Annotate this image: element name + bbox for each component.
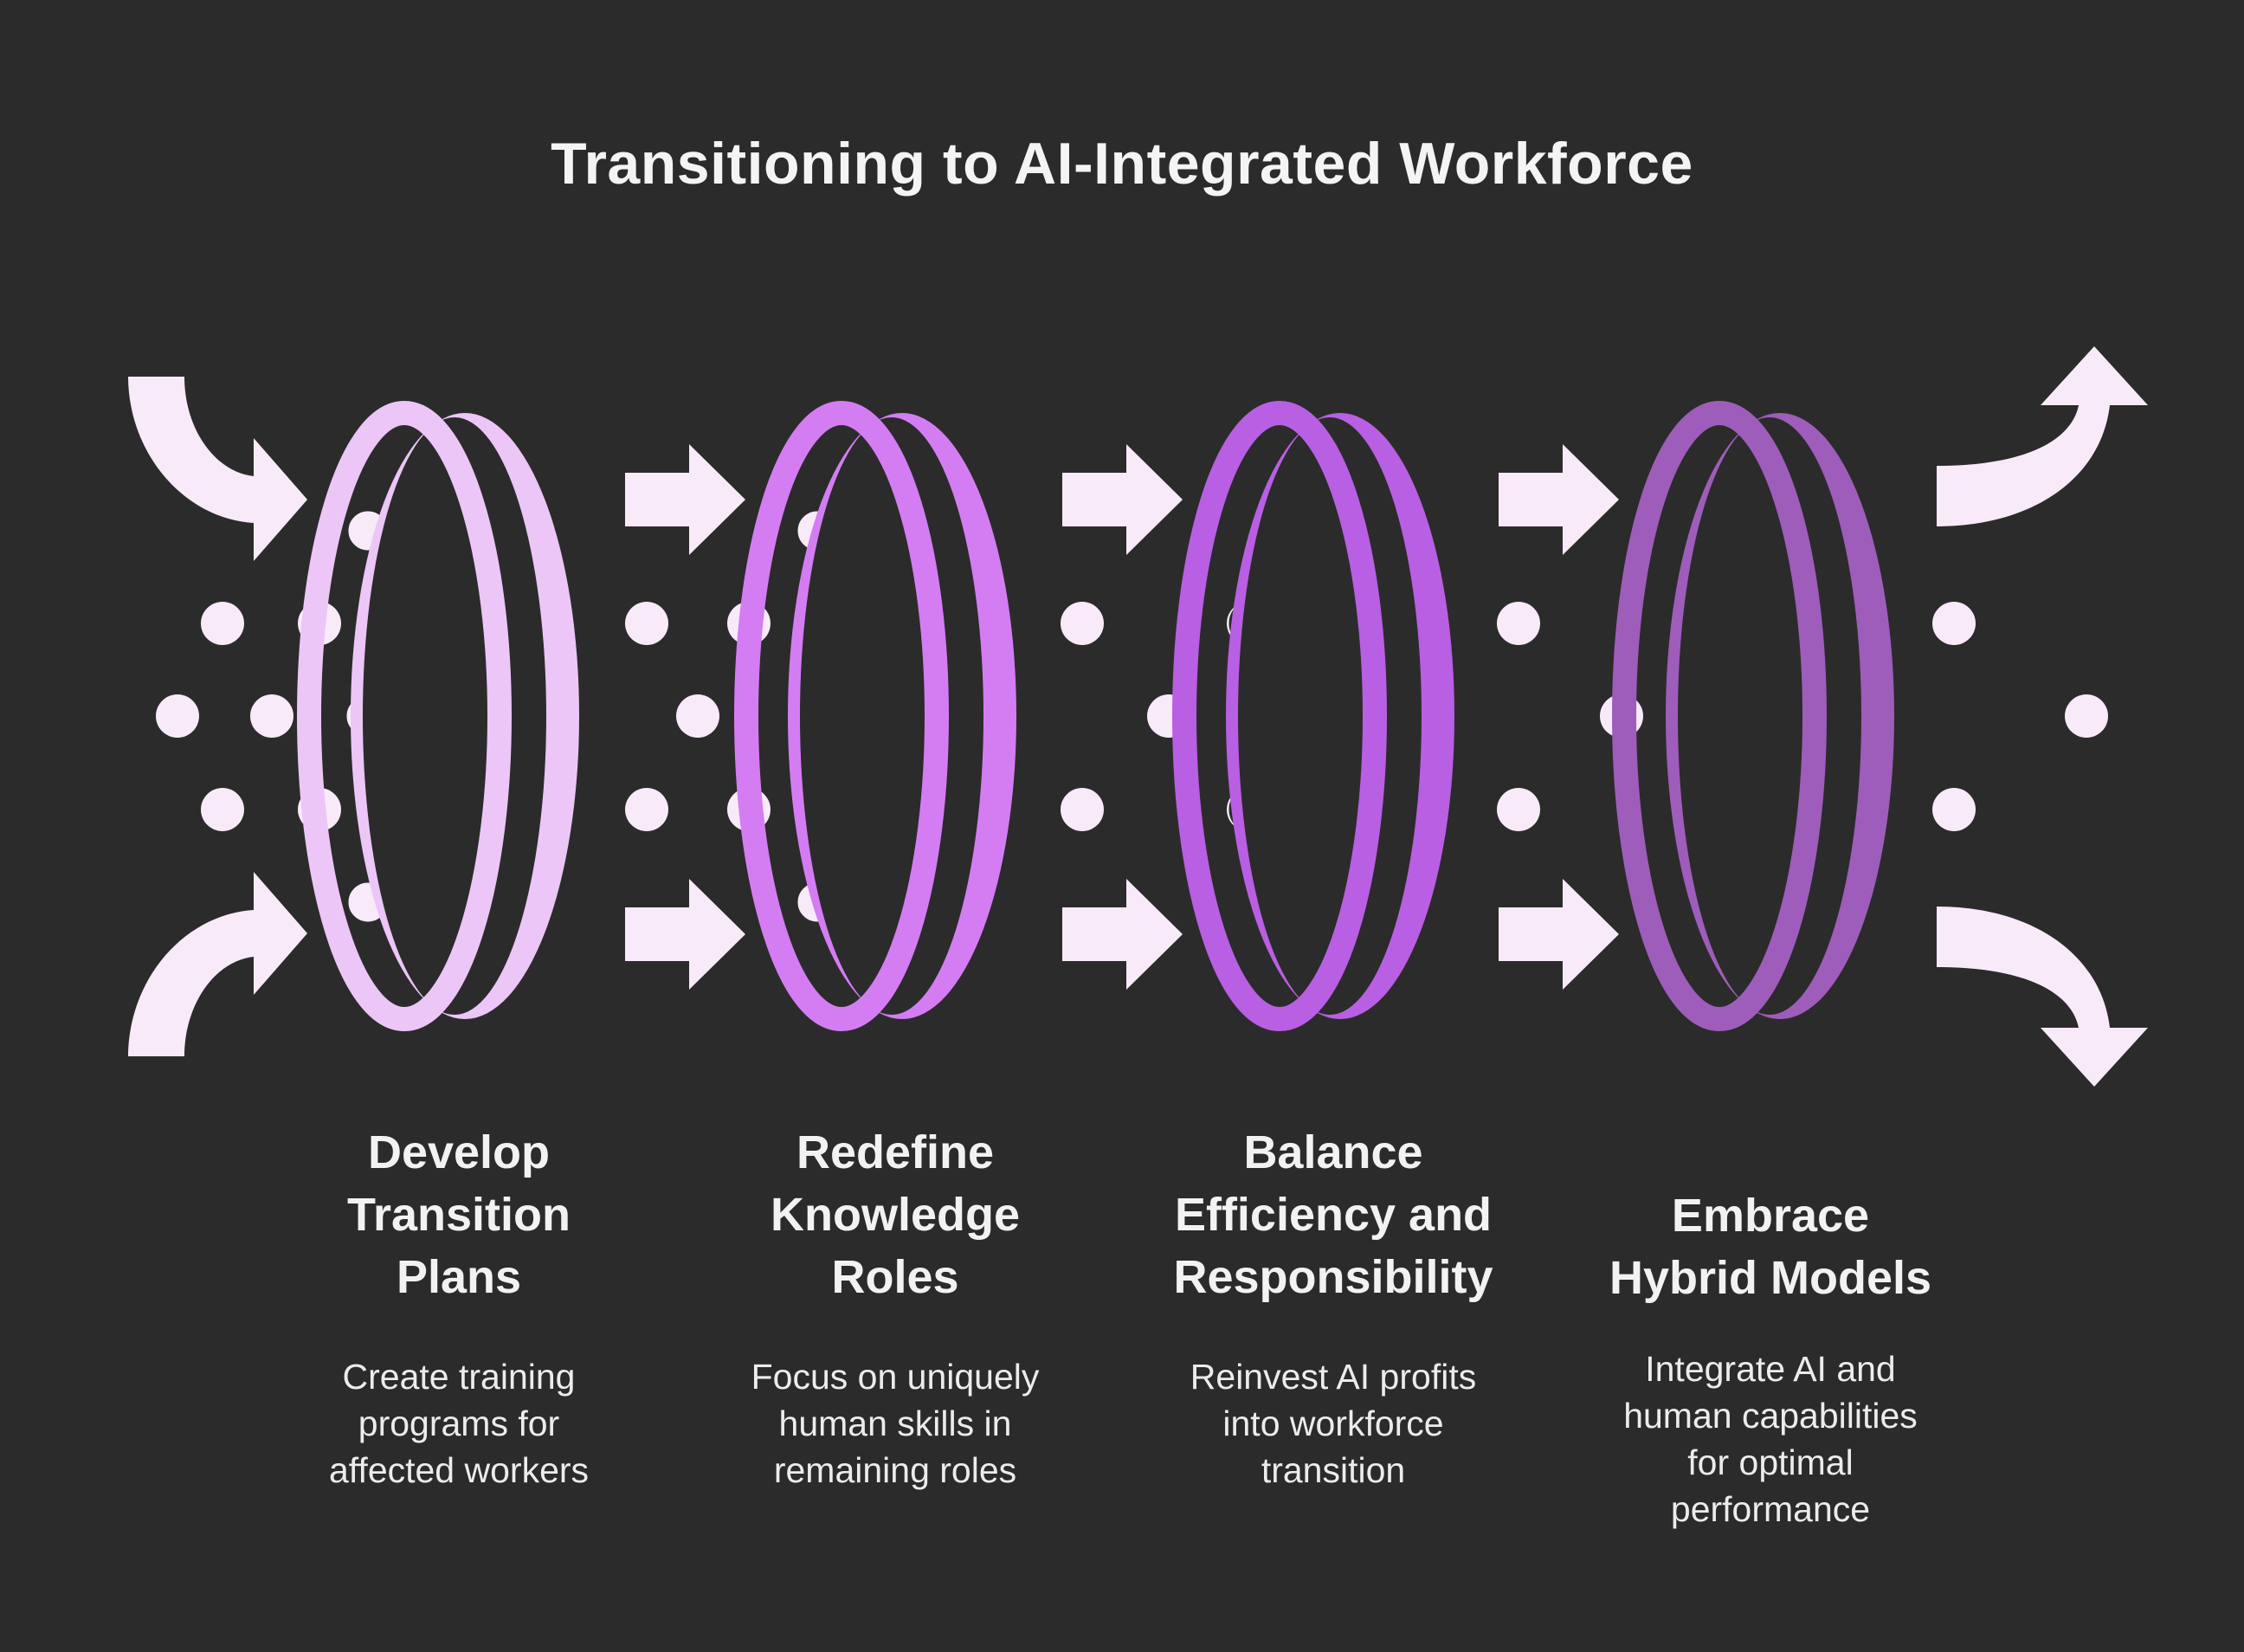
ring-front (1612, 401, 1827, 1031)
particle-dot (1932, 788, 1976, 831)
ring-front (1172, 401, 1387, 1031)
stage-desc-line: remaining roles (773, 1450, 1017, 1490)
stage-ring-3 (1172, 401, 1454, 1031)
stage-desc-line: human capabilities (1623, 1396, 1918, 1436)
stage-3: Balance Efficiency and Responsibility Re… (1134, 1121, 1532, 1494)
stage-1-description: Create training programs for affected wo… (260, 1353, 658, 1494)
stage-desc-line: Integrate AI and (1645, 1349, 1896, 1389)
particle-dot (1061, 788, 1104, 831)
stage-desc-line: Reinvest AI profits (1190, 1357, 1477, 1397)
ring-inner (1238, 417, 1422, 1015)
diagram-title: Transitioning to AI-Integrated Workforce (551, 131, 1693, 197)
stage-desc-line: for optimal (1687, 1442, 1854, 1482)
stage-ring-1 (297, 401, 579, 1031)
stage-2: Redefine Knowledge Roles Focus on unique… (696, 1121, 1094, 1494)
ring-inner (1678, 417, 1861, 1015)
stage-1-title: Develop Transition Plans (260, 1121, 658, 1308)
stage-desc-line: human skills in (778, 1404, 1012, 1443)
curved-arrow-in-top (128, 376, 307, 561)
particle-dot (676, 694, 719, 738)
particle-dot (201, 602, 244, 645)
stage-title-line: Embrace (1671, 1190, 1870, 1242)
ring-front (734, 401, 949, 1031)
stage-3-title: Balance Efficiency and Responsibility (1134, 1121, 1532, 1308)
ring-inner (363, 417, 546, 1015)
particle-dot (625, 602, 668, 645)
stage-title-line: Knowledge (770, 1189, 1020, 1241)
curved-arrow-out-bottom (1937, 907, 2148, 1087)
stage-title-line: Plans (396, 1251, 522, 1303)
stage-rings (297, 401, 1894, 1031)
stage-3-description: Reinvest AI profits into workforce trans… (1134, 1353, 1532, 1494)
particle-dot (625, 788, 668, 831)
particle-dot (1061, 602, 1104, 645)
stage-4: Embrace Hybrid Models Integrate AI and h… (1571, 1184, 1970, 1533)
flow-arrows (128, 346, 2148, 1087)
stage-4-title: Embrace Hybrid Models (1571, 1184, 1970, 1309)
stage-title-line: Transition (346, 1189, 571, 1241)
particle-dot (1497, 788, 1540, 831)
flow-arrow (1499, 444, 1619, 555)
particle-dot (1932, 602, 1976, 645)
stage-title-line: Hybrid Models (1609, 1252, 1932, 1304)
stage-2-title: Redefine Knowledge Roles (696, 1121, 1094, 1308)
flow-arrow (1062, 879, 1183, 990)
particle-dot (201, 788, 244, 831)
curved-arrow-in-bottom (128, 872, 307, 1057)
stage-desc-line: affected workers (328, 1450, 590, 1490)
stage-ring-4 (1612, 401, 1894, 1031)
stage-title-line: Responsibility (1173, 1251, 1493, 1303)
curved-arrow-out-top (1937, 346, 2148, 526)
stage-desc-line: performance (1670, 1489, 1871, 1529)
stage-desc-line: programs for (358, 1404, 560, 1443)
stage-desc-line: Create training (342, 1357, 576, 1397)
ring-front (297, 401, 512, 1031)
ring-inner (800, 417, 983, 1015)
particle-dot (1497, 602, 1540, 645)
stage-desc-line: into workforce (1222, 1404, 1444, 1443)
stage-title-line: Redefine (796, 1126, 995, 1178)
stage-desc-line: transition (1261, 1450, 1406, 1490)
particle-dot (2065, 694, 2108, 738)
stage-title-line: Balance (1243, 1126, 1423, 1178)
stage-ring-2 (734, 401, 1016, 1031)
stage-1: Develop Transition Plans Create training… (260, 1121, 658, 1494)
flow-arrow (1499, 879, 1619, 990)
stage-2-description: Focus on uniquely human skills in remain… (696, 1353, 1094, 1494)
stage-4-description: Integrate AI and human capabilities for … (1571, 1345, 1970, 1533)
flow-arrow (625, 879, 745, 990)
stage-title-line: Efficiency and (1174, 1189, 1493, 1241)
stage-title-line: Develop (367, 1126, 551, 1178)
stage-title-line: Roles (831, 1251, 959, 1303)
stage-desc-line: Focus on uniquely (751, 1357, 1040, 1397)
flow-arrow (625, 444, 745, 555)
particle-dot (156, 694, 199, 738)
flow-arrow (1062, 444, 1183, 555)
particle-dot (250, 694, 293, 738)
